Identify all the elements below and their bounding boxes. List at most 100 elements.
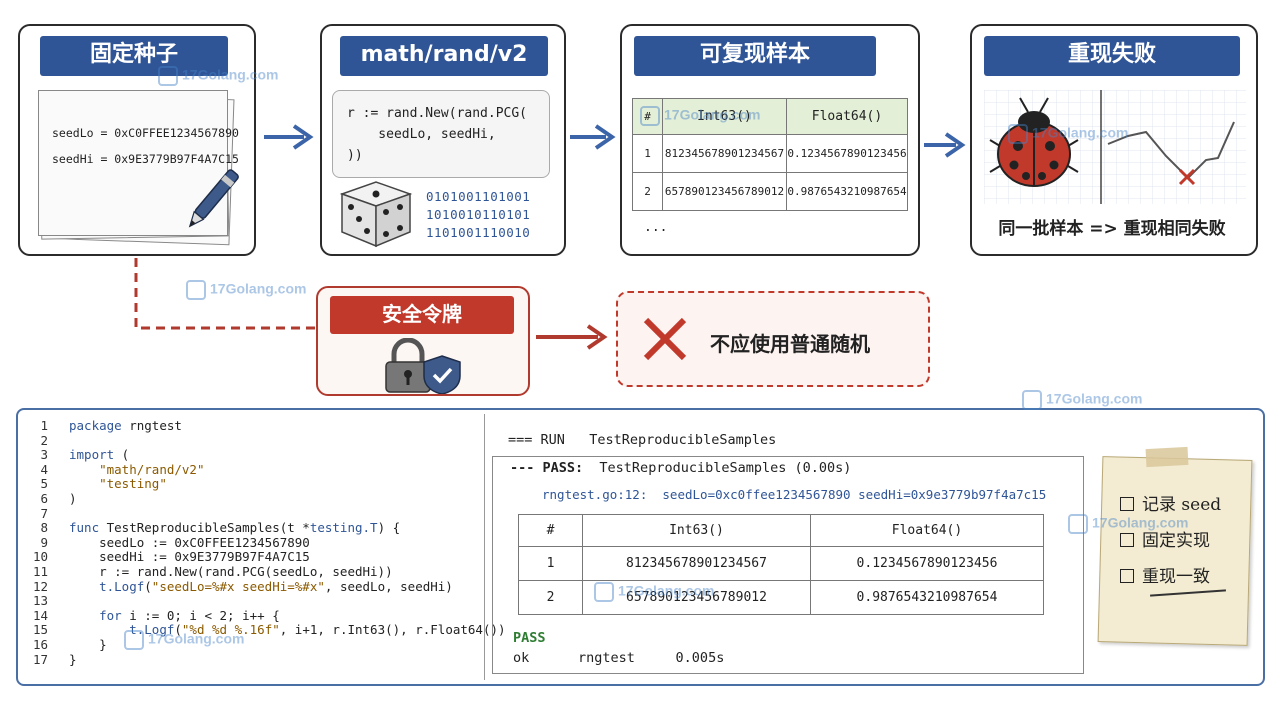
- security-token-title: 安全令牌: [330, 296, 514, 334]
- code-line-number: 7: [40, 505, 48, 521]
- pass-line: --- PASS: TestReproducibleSamples (0.00s…: [510, 460, 852, 476]
- log-line: rngtest.go:12: seedLo=0xc0ffee1234567890…: [542, 487, 1047, 502]
- output-header-index: #: [518, 514, 583, 547]
- checkbox-icon: [1120, 533, 1134, 547]
- code-line-text: }: [69, 651, 77, 667]
- watermark-logo-icon: [1008, 124, 1028, 144]
- code-line-number: 12: [32, 578, 48, 594]
- checkbox-icon: [1120, 569, 1134, 583]
- code-line-number: 11: [32, 564, 48, 579]
- watermark-logo-icon: [1068, 514, 1088, 534]
- code-line-number: 4: [40, 461, 48, 477]
- watermark: 17Golang.com: [1022, 390, 1142, 410]
- watermark: 17Golang.com: [1008, 124, 1128, 144]
- samples-header-row: # Int63() Float64(): [632, 98, 908, 135]
- code-line-text: seedLo := 0xC0FFEE1234567890: [69, 534, 310, 550]
- failure-illustration: [984, 90, 1246, 204]
- code-line-text: "math/rand/v2": [99, 461, 205, 477]
- run-line: === RUN TestReproducibleSamples: [508, 432, 777, 448]
- code-line-number: 2: [40, 432, 48, 448]
- code-line-number: 10: [32, 549, 48, 565]
- samples-row-2: 2 657890123456789012 0.9876543210987654: [632, 172, 908, 211]
- code-line-number: 1: [40, 418, 48, 433]
- bits-line-1: 0101001101001: [426, 189, 531, 204]
- code-line-number: 9: [40, 534, 48, 550]
- watermark-logo-icon: [1022, 390, 1042, 410]
- fixed-seed-title: 固定种子: [40, 36, 228, 76]
- code-line-number: 3: [40, 447, 48, 463]
- watermark: 17Golang.com: [640, 106, 760, 126]
- code-line-number: 6: [40, 491, 48, 506]
- code-line-text: package rngtest: [69, 418, 182, 433]
- code-line-text: }: [69, 637, 107, 652]
- reproducible-samples-title: 可复现样本: [634, 36, 876, 76]
- samples-ellipsis: ...: [644, 220, 668, 235]
- pass-label: PASS: [513, 630, 546, 646]
- samples-header-float64: Float64(): [786, 98, 908, 135]
- samples-table: # Int63() Float64() 1 812345678901234567…: [632, 98, 908, 211]
- watermark: 17Golang.com: [124, 630, 244, 650]
- failure-caption: 同一批样本 => 重现相同失败: [998, 219, 1226, 239]
- code-line-text: func TestReproducibleSamples(t *testing.…: [69, 520, 401, 536]
- reproduce-failure-title: 重现失败: [984, 36, 1240, 76]
- samples-header-index: #: [632, 98, 663, 135]
- output-header-row: # Int63() Float64(): [518, 514, 1044, 547]
- watermark-logo-icon: [594, 582, 614, 602]
- output-header-int63: Int63(): [582, 514, 811, 547]
- arrow-2-icon: [570, 124, 616, 150]
- dashed-connector: [134, 258, 316, 330]
- checkbox-icon: [1120, 497, 1134, 511]
- pcg-code-snippet: r := rand.New(rand.PCG( seedLo, seedHi,)…: [332, 90, 550, 178]
- output-table: # Int63() Float64() 1 812345678901234567…: [518, 514, 1044, 615]
- divider: [484, 414, 485, 680]
- seed-hi-text: seedHi = 0x9E3779B97F4A7C15: [52, 152, 239, 166]
- code-line-text: ): [69, 491, 77, 506]
- code-line-number: 8: [40, 520, 48, 536]
- ok-line: ok rngtest 0.005s: [513, 650, 725, 666]
- code-line-number: 14: [32, 607, 48, 623]
- bits-line-2: 1010010110101: [426, 207, 531, 222]
- bits-line-3: 1101001110010: [426, 225, 531, 240]
- tape-strip: [1145, 446, 1189, 468]
- watermark-logo-icon: [186, 280, 206, 300]
- samples-row-1: 1 812345678901234567 0.1234567890123456: [632, 134, 908, 173]
- seed-lo-text: seedLo = 0xC0FFEE1234567890: [52, 126, 239, 140]
- code-line-text: t.Logf("seedLo=%#x seedHi=%#x", seedLo, …: [99, 578, 453, 594]
- lock-shield-icon: [385, 338, 461, 394]
- arrow-warning-icon: [536, 324, 608, 350]
- cross-icon: [643, 317, 687, 361]
- test-output-box: [492, 456, 1084, 674]
- code-line-number: 5: [40, 476, 48, 492]
- output-header-float64: Float64(): [810, 514, 1044, 547]
- failure-line-chart: [1107, 121, 1235, 180]
- watermark: 17Golang.com: [594, 582, 714, 602]
- code-line-number: 15: [32, 622, 48, 638]
- code-line-text: import (: [69, 447, 130, 463]
- watermark-logo-icon: [158, 66, 178, 86]
- checklist-item-1: 记录 seed: [1120, 490, 1221, 515]
- output-row-2: 2 657890123456789012 0.9876543210987654: [518, 580, 1044, 615]
- watermark-logo-icon: [124, 630, 144, 650]
- watermark-logo-icon: [640, 106, 660, 126]
- checklist-note: [1097, 456, 1253, 646]
- failure-x-icon: [1178, 168, 1196, 186]
- code-line-number: 13: [32, 593, 48, 609]
- code-line-text: t.Logf("%d %d %.16f", i+1, r.Int63(), r.…: [129, 622, 506, 638]
- code-line-text: "testing": [99, 476, 167, 492]
- arrow-1-icon: [264, 124, 314, 150]
- watermark: 17Golang.com: [186, 280, 306, 300]
- math-rand-title: math/rand/v2: [340, 36, 548, 76]
- code-line-number: 16: [32, 637, 48, 652]
- code-line-text: seedHi := 0x9E3779B97F4A7C15: [69, 549, 310, 565]
- watermark: 17Golang.com: [158, 66, 278, 86]
- no-plain-random-text: 不应使用普通随机: [710, 332, 870, 356]
- checklist-item-2: 固定实现: [1120, 526, 1210, 551]
- watermark: 17Golang.com: [1068, 514, 1188, 534]
- pen-icon: [188, 169, 239, 228]
- dice-icon: [339, 181, 413, 248]
- code-line-text: r := rand.New(rand.PCG(seedLo, seedHi)): [69, 564, 393, 579]
- checklist-item-3: 重现一致: [1120, 562, 1210, 587]
- code-line-number: 17: [32, 651, 48, 667]
- arrow-3-icon: [924, 132, 966, 158]
- code-line-text: for i := 0; i < 2; i++ {: [99, 607, 280, 623]
